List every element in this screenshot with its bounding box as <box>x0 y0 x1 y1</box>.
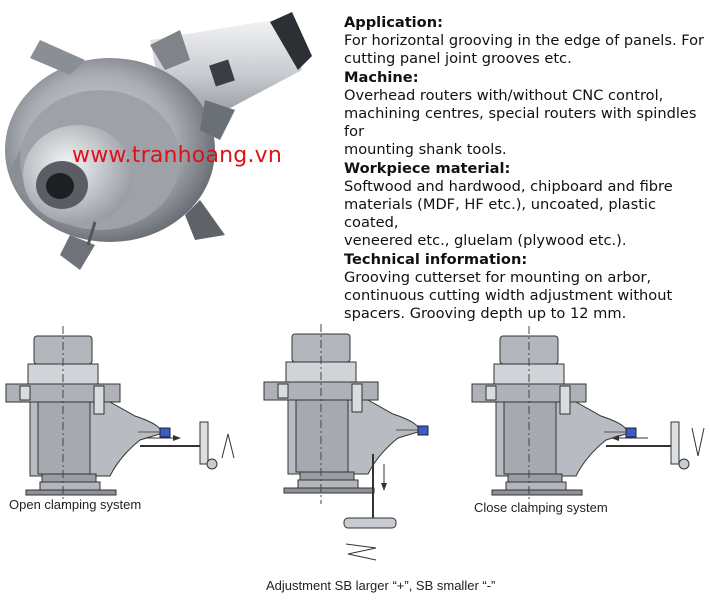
section-line: materials (MDF, HF etc.), uncoated, plas… <box>344 196 656 232</box>
product-photo: www.tranhoang.vn <box>0 0 338 286</box>
section-heading: Application: <box>344 14 443 31</box>
section-line: cutting panel joint grooves etc. <box>344 50 572 68</box>
section-line: veneered etc., gluelam (plywood etc.). <box>344 232 627 250</box>
open-clamping-diagram <box>5 325 235 507</box>
section-line: continuous cutting width adjustment with… <box>344 287 673 305</box>
clamping-drawings <box>5 323 705 561</box>
section-line: Softwood and hardwood, chipboard and fib… <box>344 177 673 195</box>
product-description: Application: For horizontal grooving in … <box>344 14 706 323</box>
close-clamping-diagram <box>471 325 705 507</box>
section-heading: Machine: <box>344 68 419 86</box>
adjustment-caption: Adjustment SB larger “+”, SB smaller “-” <box>266 578 496 593</box>
application-section: Application: For horizontal grooving in … <box>344 14 706 69</box>
section-line: Grooving cutterset for mounting on arbor… <box>344 268 652 286</box>
clamping-diagrams: Open clamping system Close clamping syst… <box>0 300 710 599</box>
grooving-cutter-image <box>5 12 312 270</box>
adjustment-diagram <box>263 323 429 561</box>
section-line: For horizontal grooving in the edge of p… <box>344 32 705 50</box>
open-clamping-caption: Open clamping system <box>9 497 142 512</box>
website-watermark: www.tranhoang.vn <box>72 143 282 168</box>
machine-section: Machine: Overhead routers with/without C… <box>344 69 706 160</box>
workpiece-section: Workpiece material: Softwood and hardwoo… <box>344 160 706 251</box>
section-line: machining centres, special routers with … <box>344 105 697 141</box>
section-line: mounting shank tools. <box>344 141 507 159</box>
section-line: Overhead routers with/without CNC contro… <box>344 86 664 104</box>
section-heading: Workpiece material: <box>344 159 511 177</box>
close-clamping-caption: Close clamping system <box>474 500 608 515</box>
technical-section: Technical information: Grooving cutterse… <box>344 251 706 324</box>
section-line: spacers. Grooving depth up to 12 mm. <box>344 305 627 323</box>
section-heading: Technical information: <box>344 250 528 268</box>
